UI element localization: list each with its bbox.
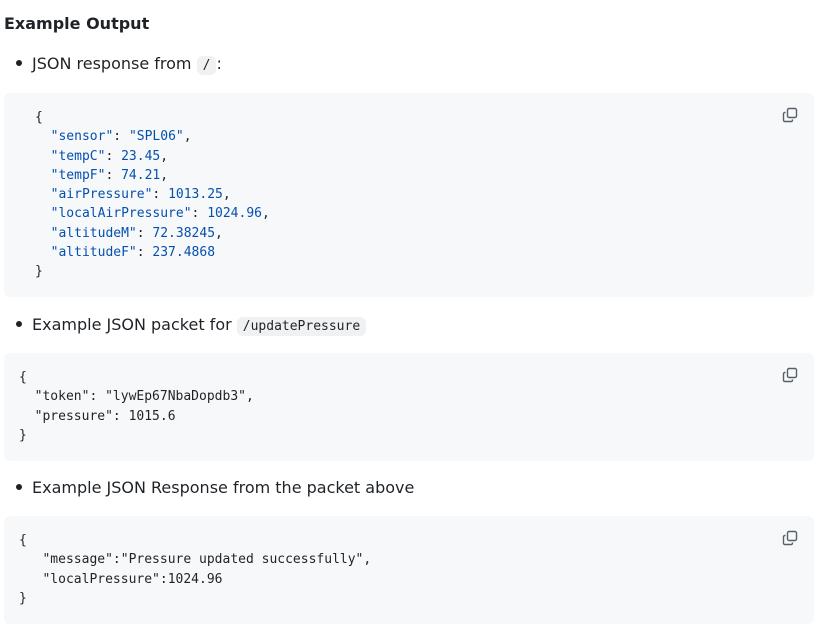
list-item: Example JSON Response from the packet ab…: [16, 477, 414, 499]
list-item-text: Example JSON Response from the packet ab…: [32, 478, 415, 497]
json-separator: :: [136, 225, 153, 241]
json-value: 237.4868: [152, 245, 216, 261]
code-content: { "token": "lywEp67NbaDopdb3", "pressure…: [19, 368, 254, 445]
json-separator: :: [105, 148, 122, 164]
json-comma: ,: [215, 225, 223, 241]
code-block: { "sensor": "SPL06", "tempC": 23.45, "te…: [4, 93, 814, 297]
json-separator: :: [191, 206, 208, 222]
json-comma: ,: [183, 129, 192, 145]
code-line: "token": "lywEp67NbaDopdb3",: [19, 389, 254, 405]
json-value: 74.21: [121, 167, 161, 183]
code-line: "sensor": "SPL06",: [35, 129, 192, 144]
code-content: { "message":"Pressure updated successful…: [19, 531, 371, 608]
inline-code: /: [196, 56, 217, 75]
code-line: "altitudeM": 72.38245,: [35, 226, 223, 241]
code-line: "pressure": 1015.6: [19, 408, 176, 424]
inline-code: /updatePressure: [236, 317, 367, 336]
json-separator: :: [113, 129, 129, 145]
bullet-dot: [16, 60, 22, 66]
bullet-dot: [16, 321, 22, 327]
list-item-text: Example JSON packet for: [32, 315, 237, 334]
json-comma: ,: [262, 206, 270, 222]
code-line: "tempC": 23.45,: [35, 149, 168, 164]
section-heading: Example Output: [4, 14, 150, 33]
json-value: 23.45: [121, 148, 161, 164]
json-key: "tempC": [50, 148, 106, 164]
json-key: "altitudeF": [50, 245, 137, 261]
code-brace: }: [19, 427, 27, 443]
code-brace: }: [19, 590, 27, 606]
code-line: "message":"Pressure updated successfully…: [19, 552, 372, 568]
json-value: 1024.96: [207, 206, 262, 222]
json-value: "SPL06": [128, 129, 184, 145]
code-block: { "message":"Pressure updated successful…: [4, 516, 814, 624]
code-line: "localAirPressure": 1024.96,: [35, 206, 270, 221]
copy-icon[interactable]: [782, 530, 798, 546]
json-key: "sensor": [50, 129, 114, 145]
code-brace: {: [19, 533, 27, 548]
json-comma: ,: [222, 187, 231, 203]
code-line: "localPressure":1024.96: [19, 571, 223, 587]
json-key: "altitudeM": [50, 225, 137, 241]
json-separator: :: [105, 167, 122, 183]
list-item-text: JSON response from: [32, 54, 197, 73]
json-key: "tempF": [50, 167, 106, 183]
list-item: JSON response from /:: [16, 53, 222, 77]
copy-icon[interactable]: [782, 107, 798, 123]
code-content: { "sensor": "SPL06", "tempC": 23.45, "te…: [35, 108, 270, 282]
json-separator: :: [152, 187, 169, 203]
code-line: "airPressure": 1013.25,: [35, 187, 231, 202]
json-value: 72.38245: [152, 225, 216, 241]
code-brace: {: [35, 110, 43, 125]
bullet-dot: [16, 484, 22, 490]
json-key: "localAirPressure": [50, 206, 192, 222]
code-block: { "token": "lywEp67NbaDopdb3", "pressure…: [4, 353, 814, 461]
list-item: Example JSON packet for /updatePressure: [16, 314, 367, 338]
json-key: "airPressure": [50, 187, 153, 203]
code-line: "tempF": 74.21,: [35, 168, 168, 183]
list-item-suffix: :: [216, 54, 222, 73]
json-value: 1013.25: [168, 187, 223, 203]
json-comma: ,: [160, 167, 169, 183]
copy-icon[interactable]: [782, 367, 798, 383]
json-separator: :: [136, 245, 153, 261]
code-brace: {: [19, 370, 27, 385]
code-line: "altitudeF": 237.4868: [35, 245, 215, 260]
json-comma: ,: [160, 148, 169, 164]
code-brace: }: [35, 264, 43, 280]
